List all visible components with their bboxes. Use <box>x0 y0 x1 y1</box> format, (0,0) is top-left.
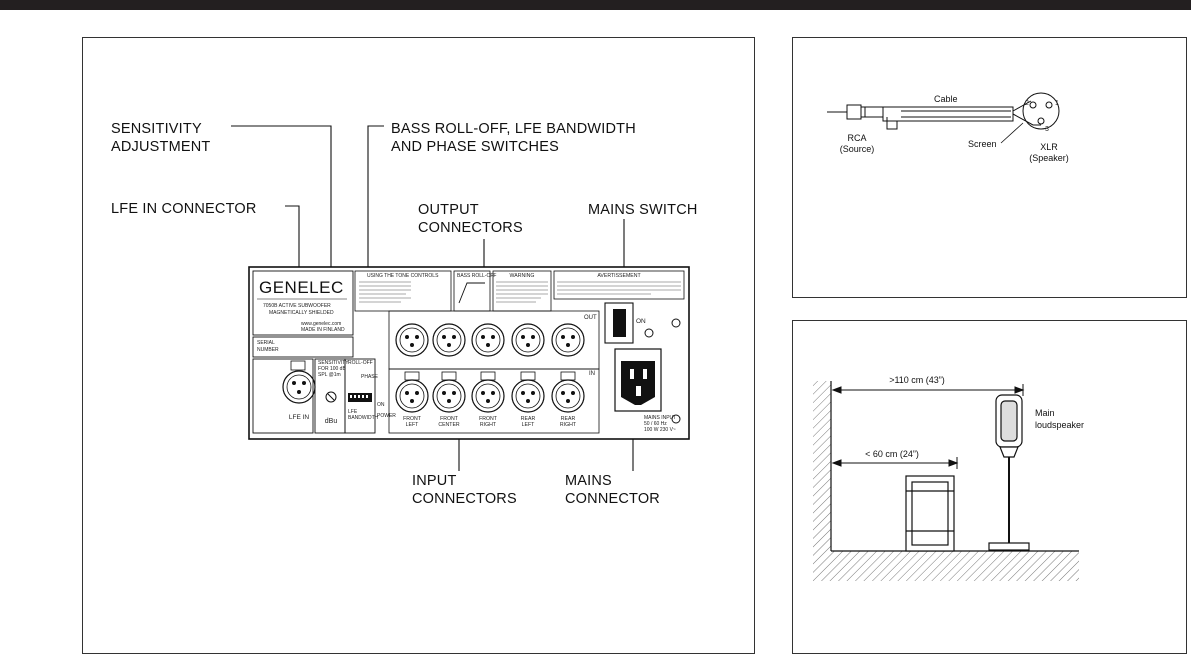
input-connectors-label-1: INPUT <box>412 473 457 489</box>
rear-panel-figure: SENSITIVITY ADJUSTMENT BASS ROLL-OFF, LF… <box>82 37 755 654</box>
input-xlr-connector[interactable] <box>395 379 429 413</box>
main-loudspeaker <box>988 394 1030 551</box>
output-xlr-connector[interactable] <box>395 323 429 357</box>
screen-label: Screen <box>968 139 997 149</box>
avertissement-title: AVERTISSEMENT <box>597 273 641 279</box>
phase-text: PHASE <box>361 374 379 380</box>
channel-label-line1: FRONT <box>479 416 498 422</box>
speaker-label-1: Main <box>1035 408 1055 418</box>
distance-near-arrow <box>831 457 959 469</box>
output-connectors-label-2: CONNECTORS <box>418 220 523 236</box>
lfe-in-connector-label: LFE IN CONNECTOR <box>111 201 257 217</box>
channel-label-line1: REAR <box>561 416 576 422</box>
sensitivity-label-2: ADJUSTMENT <box>111 139 210 155</box>
output-xlr-connector[interactable] <box>432 323 466 357</box>
placement-figure: >110 cm (43”) < 60 cm (24”) Main loudspe… <box>792 320 1187 654</box>
placement-diagram: >110 cm (43”) < 60 cm (24”) Main loudspe… <box>813 375 1084 581</box>
pin-3: 3 <box>1045 126 1049 133</box>
dbu-text: dBu <box>325 418 338 425</box>
mains-input-3: 100 W 230 V~ <box>644 427 676 433</box>
sensitivity-label-1: SENSITIVITY <box>111 121 202 137</box>
pin-2: 2 <box>1025 100 1029 107</box>
floor-hatch <box>813 551 1079 581</box>
rca-label-2: (Source) <box>840 144 875 154</box>
channel-label-line1: REAR <box>521 416 536 422</box>
speaker-label-2: loudspeaker <box>1035 420 1084 430</box>
made-in-text: MADE IN FINLAND <box>301 327 345 333</box>
sensitivity-panel-3: SPL @1m <box>318 372 341 378</box>
output-xlr-connector[interactable] <box>551 323 585 357</box>
input-connectors-label-2: CONNECTORS <box>412 491 517 507</box>
website-text: www.genelec.com <box>301 321 341 327</box>
output-connectors-label-1: OUTPUT <box>418 202 479 218</box>
input-xlr-connector[interactable] <box>432 379 466 413</box>
input-xlr-connector[interactable] <box>511 379 545 413</box>
power-text: POWER <box>377 413 396 419</box>
tone-text-lines <box>359 281 411 303</box>
model-text: 7050B ACTIVE SUBWOOFER <box>263 303 331 309</box>
brand-logo: GENELEC <box>259 278 344 297</box>
rear-panel-diagram: SENSITIVITY ADJUSTMENT BASS ROLL-OFF, LF… <box>111 121 698 507</box>
mains-switch[interactable] <box>613 309 626 337</box>
serial-label-2: NUMBER <box>257 347 279 353</box>
bass-switches-label-2: AND PHASE SWITCHES <box>391 139 559 155</box>
mains-switch-label: MAINS SWITCH <box>588 202 698 218</box>
channel-label-line2: RIGHT <box>560 422 577 428</box>
mains-connector-label-1: MAINS <box>565 473 612 489</box>
bass-rolloff-mini: BASS ROLL-OFF <box>457 273 496 279</box>
channel-label-line2: LEFT <box>406 422 420 428</box>
rolloff-text: ROLL-OFF <box>348 360 373 366</box>
tone-controls-title: USING THE TONE CONTROLS <box>367 273 439 279</box>
subwoofer-panel: GENELEC 7050B ACTIVE SUBWOOFER MAGNETICA… <box>248 266 690 440</box>
on-text: ON <box>377 402 385 408</box>
bass-switches-label-1: BASS ROLL-OFF, LFE BANDWIDTH <box>391 121 636 137</box>
distance-far-label: >110 cm (43”) <box>889 375 945 385</box>
subwoofer-box <box>905 475 955 552</box>
cable-label: Cable <box>934 94 958 104</box>
input-xlr-connector[interactable] <box>471 379 505 413</box>
channel-label-line1: FRONT <box>403 416 422 422</box>
input-xlr-connector[interactable] <box>551 379 585 413</box>
serial-label-1: SERIAL <box>257 340 275 346</box>
top-bar <box>0 0 1191 10</box>
lfe-bw-text-1: LFE <box>348 409 358 415</box>
dip-switches[interactable] <box>348 393 372 402</box>
output-xlr-connector[interactable] <box>511 323 545 357</box>
distance-far-arrow <box>831 384 1025 396</box>
out-text: OUT <box>584 315 597 321</box>
mains-connector[interactable] <box>614 348 662 412</box>
channel-label-line2: RIGHT <box>480 422 497 428</box>
wall-hatch <box>813 381 831 551</box>
pin-1: 1 <box>1055 100 1059 107</box>
sensitivity-panel-2: FOR 100 dB <box>318 366 346 372</box>
shielded-text: MAGNETICALLY SHIELDED <box>269 310 334 316</box>
cable-figure: Cable RCA (Source) Screen XLR (Speaker) … <box>792 37 1187 298</box>
lfe-bw-text-2: BANDWIDTH <box>348 415 379 421</box>
cable-drawing <box>827 92 1060 130</box>
channel-label-line2: CENTER <box>438 422 460 428</box>
avert-text-lines <box>557 281 681 295</box>
mains-connector-label-2: CONNECTOR <box>565 491 660 507</box>
lfe-in-panel-text: LFE IN <box>289 414 310 421</box>
cable-diagram: Cable RCA (Source) Screen XLR (Speaker) … <box>827 92 1069 163</box>
xlr-label-1: XLR <box>1040 142 1058 152</box>
switch-on-text: ON <box>636 318 646 325</box>
mains-input-2: 50 / 60 Hz <box>644 421 667 427</box>
output-xlr-connector[interactable] <box>471 323 505 357</box>
warning-text-lines <box>496 281 548 303</box>
channel-label-line1: FRONT <box>440 416 459 422</box>
input-connectors: IN <box>388 368 600 434</box>
sensitivity-panel-1: SENSITIVITY <box>318 360 349 366</box>
rca-label-1: RCA <box>847 133 866 143</box>
sensitivity-knob[interactable] <box>325 391 337 403</box>
distance-near-label: < 60 cm (24”) <box>865 449 919 459</box>
channel-label-line2: LEFT <box>522 422 536 428</box>
xlr-label-2: (Speaker) <box>1029 153 1069 163</box>
in-text: IN <box>589 371 595 377</box>
warning-title: WARNING <box>510 273 535 279</box>
mains-input-1: MAINS INPUT <box>644 415 676 421</box>
